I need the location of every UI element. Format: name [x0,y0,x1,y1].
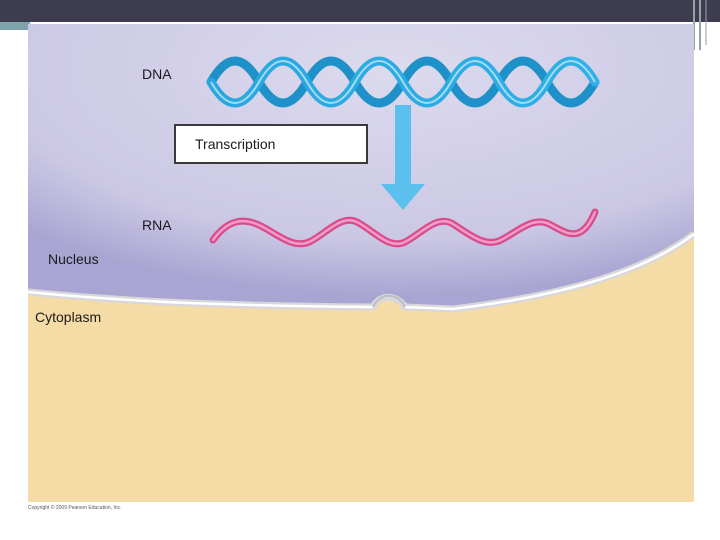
rna-label: RNA [142,217,172,233]
cytoplasm-label: Cytoplasm [35,309,102,325]
slide-top-bar [0,0,720,22]
dna-label: DNA [142,66,172,82]
transcription-label-box: Transcription [174,124,368,164]
slide-corner-rules [693,0,707,50]
nuclear-pore [372,294,406,308]
nucleus-label: Nucleus [48,251,99,267]
transcription-diagram: DNA Transcription RNA Nucleus Cytoplasm [28,24,694,502]
nucleus-region [28,24,694,310]
dna-double-helix [206,56,600,108]
copyright-notice: Copyright © 2009 Pearson Education, Inc. [28,505,122,511]
slide-accent-bar [0,22,30,30]
rna-single-strand [209,208,599,248]
down-arrow-icon [381,105,425,210]
